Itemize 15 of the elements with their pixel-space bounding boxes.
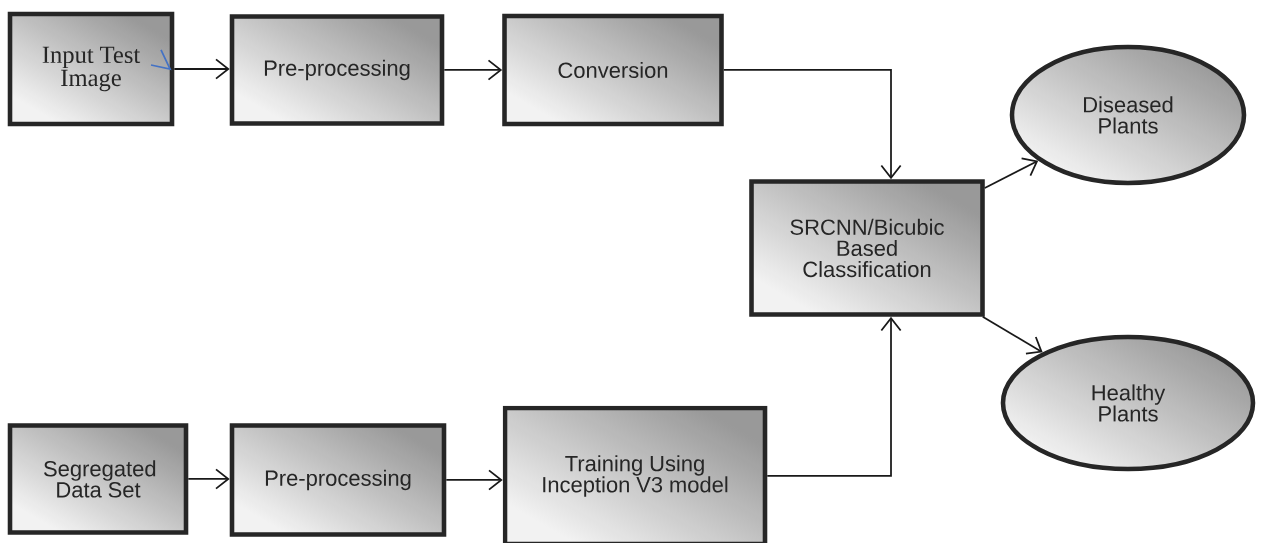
process-box: SRCNN/Bicubic Based Classification [749, 179, 985, 317]
process-box: Input Test Image [7, 11, 175, 127]
process-box: Segregated Data Set [7, 423, 189, 535]
arrow [766, 316, 902, 477]
arrow [983, 157, 1039, 189]
process-box: Pre-processing [229, 14, 445, 126]
arrow [187, 468, 230, 490]
process-box: Pre-processing [229, 423, 447, 537]
arrow [722, 69, 902, 180]
arrow [445, 469, 503, 491]
process-box: Training Using Inception V3 model [502, 405, 768, 543]
arrow [173, 58, 230, 80]
process-box: Conversion [502, 13, 724, 127]
arrow [443, 59, 503, 81]
arrow [981, 315, 1043, 355]
